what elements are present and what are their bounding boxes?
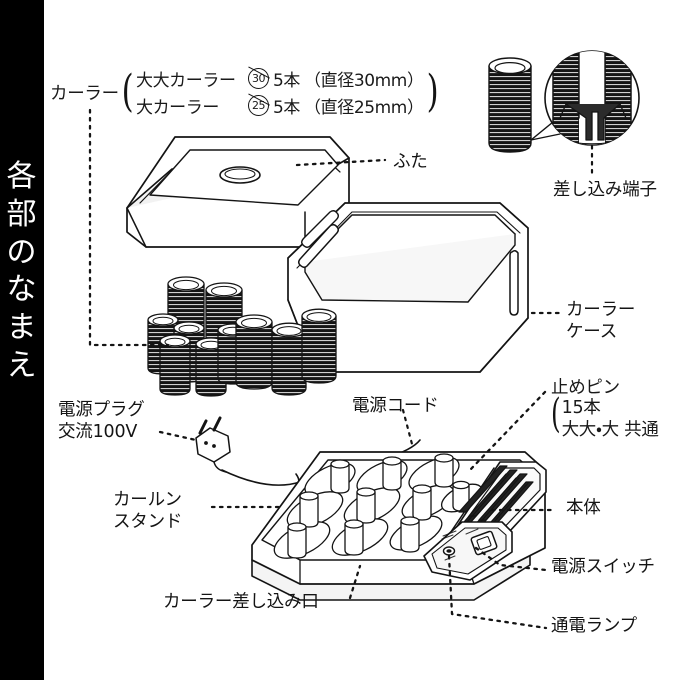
- leader-plug: [158, 430, 198, 442]
- section-tab-sidebar: 各部のなまえ: [0, 0, 44, 680]
- case-handle-slot-right: [509, 249, 519, 316]
- curler-case-illustration: [287, 202, 529, 373]
- curler-detail-inset: [488, 50, 640, 180]
- label-main-body: 本体: [566, 498, 601, 518]
- power-plug-illustration: [195, 416, 231, 473]
- leader-switch: [474, 546, 548, 572]
- label-power-plug: 電源プラグ 交流100V: [58, 400, 145, 442]
- label-power-switch: 電源スイッチ: [551, 557, 655, 577]
- curler-pile-illustration: [147, 276, 337, 397]
- stop-pin-compartment: [447, 461, 547, 547]
- sample-curler: [488, 57, 532, 153]
- spec-name: 大カーラー: [135, 98, 219, 118]
- spec-count: 5本: [272, 71, 301, 91]
- label-power-cord: 電源コード: [352, 396, 439, 416]
- leader-lines: [88, 108, 562, 630]
- curler-spec-table: 大大カーラー 30 5本 （直径30mm） 大カーラー 25 5本 （直径25m…: [136, 66, 424, 118]
- label-lid: ふた: [393, 152, 428, 172]
- spec-diameter: （直径25mm）: [304, 98, 424, 118]
- label-stop-pin-detail: 15本 大大・大 共通: [561, 398, 659, 440]
- spec-row: 大カーラー 25 5本 （直径25mm）: [136, 93, 424, 118]
- bracket-pin: (: [551, 391, 561, 438]
- lid-illustration: [126, 136, 350, 248]
- spec-name: 大大カーラー: [135, 71, 236, 91]
- curler-group-label: カーラー: [50, 83, 119, 104]
- lid-handle-slot: [301, 210, 339, 248]
- section-title: 各部のなまえ: [6, 159, 38, 383]
- label-power-lamp: 通電ランプ: [551, 616, 637, 636]
- curler-spec-group: カーラー ( 大大カーラー 30 5本 （直径30mm） 大カーラー 25 5本…: [50, 66, 441, 118]
- label-plug-terminal: 差し込み端子: [553, 180, 657, 200]
- leader-lamp: [447, 554, 548, 630]
- leader-curler: [88, 108, 170, 347]
- size-badge-25: 25: [247, 95, 269, 116]
- curl-stand-illustration: [251, 451, 547, 601]
- label-curl-stand: カールン スタンド: [113, 490, 183, 532]
- power-lamp-part: [442, 546, 456, 556]
- case-handle-slot-left: [297, 223, 340, 269]
- label-stop-pin-title: 止めピン: [551, 378, 620, 398]
- leader-pin: [468, 390, 547, 472]
- spec-row: 大大カーラー 30 5本 （直径30mm）: [136, 66, 424, 91]
- bracket-open: (: [121, 66, 134, 117]
- label-stop-pin-group: 止めピン ( 15本 大大・大 共通: [551, 378, 659, 441]
- leader-socket: [348, 564, 362, 600]
- label-curler-socket: カーラー差し込み口: [163, 592, 319, 612]
- spec-diameter: （直径30mm）: [304, 71, 424, 91]
- size-badge-30: 30: [247, 68, 269, 89]
- bracket-close: ): [426, 66, 439, 117]
- label-curler-case: カーラー ケース: [566, 300, 636, 342]
- leader-lid: [295, 158, 387, 167]
- spec-count: 5本: [272, 98, 301, 118]
